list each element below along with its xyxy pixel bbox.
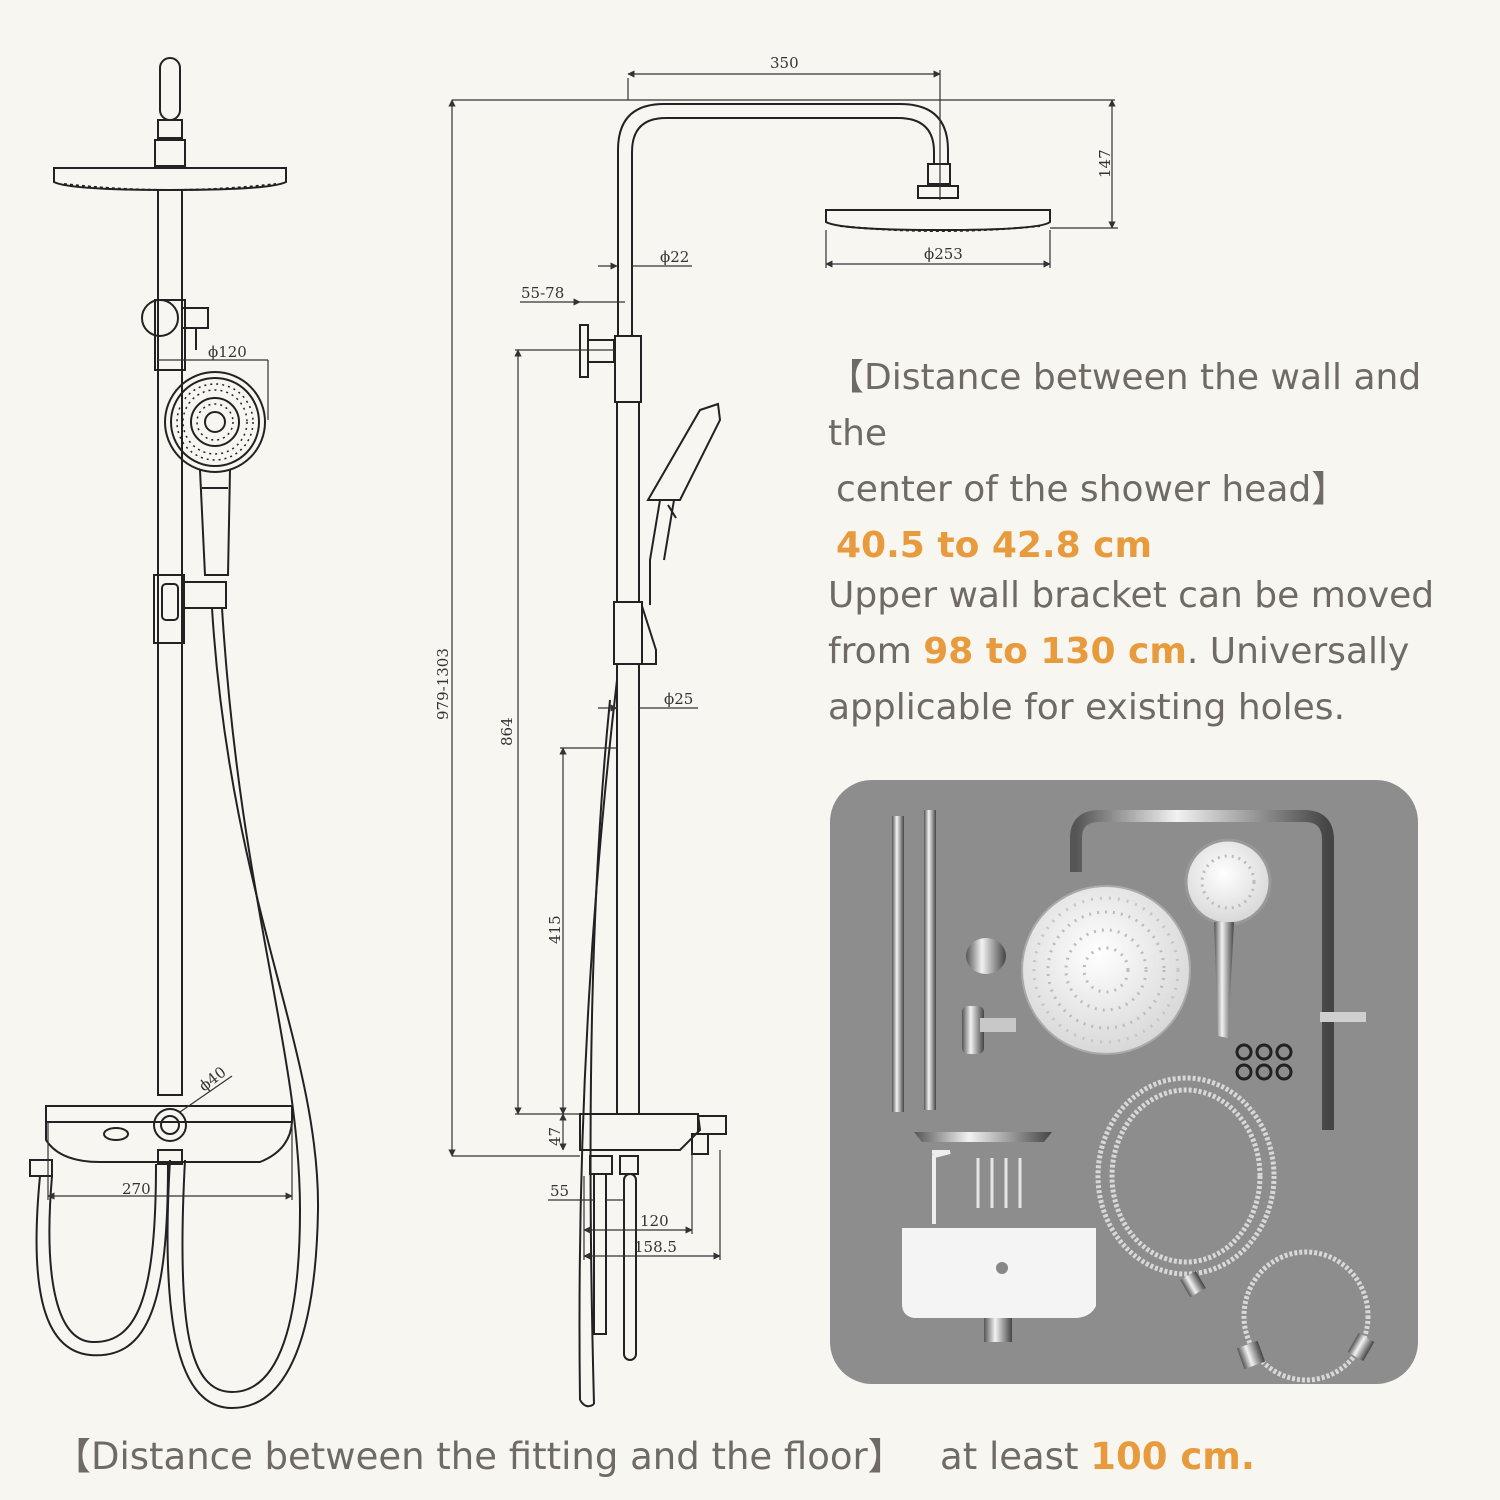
side-view: [578, 103, 1051, 1408]
o-rings-part: [1235, 1043, 1293, 1081]
hand-shower-part: [1184, 838, 1272, 926]
wall-distance-note: 【Distance between the wall and the cente…: [828, 350, 1488, 574]
bracket-note-suffix: . Universally: [1186, 631, 1410, 672]
bracket-range: 98 to 130 cm: [923, 631, 1187, 672]
hand-shower-handle: [1214, 922, 1234, 1038]
dim-inlet-spacing: 120: [640, 1212, 669, 1230]
dim-inlet-offset: 55: [550, 1182, 569, 1200]
parts-illustration: [892, 810, 1375, 1383]
bracket-note-line1: Upper wall bracket can be moved: [828, 575, 1435, 616]
floor-note-middle: at least: [904, 1435, 1091, 1478]
allen-key-part: [932, 1150, 951, 1224]
dim-knob-dia: ϕ40: [195, 1063, 229, 1095]
dim-total-height: 979-1303: [434, 648, 452, 720]
rod-part: [924, 810, 936, 1110]
wall-fitting-part: [966, 938, 1006, 974]
front-view: [29, 57, 320, 1410]
knob-mount: [996, 1262, 1008, 1274]
gooseneck-part: [1070, 810, 1334, 1130]
dim-handshower-dia: ϕ120: [208, 343, 247, 361]
dim-arm-length: 350: [770, 54, 799, 72]
nozzle-pattern: [1032, 896, 1180, 1044]
bracket-note-prefix: from: [828, 631, 924, 672]
floor-distance-value: 100 cm.: [1090, 1435, 1255, 1478]
dim-bracket-offset: 55-78: [521, 284, 564, 302]
wall-distance-title-line1: 【Distance between the wall and the: [828, 357, 1422, 454]
product-parts-photo: [830, 780, 1418, 1384]
bracket-note: Upper wall bracket can be moved from 98 …: [828, 568, 1488, 736]
bracket-note-line3: applicable for existing holes.: [828, 687, 1346, 728]
wall-distance-value: 40.5 to 42.8 cm: [836, 525, 1153, 566]
bracket-arm-part: [1320, 1012, 1366, 1022]
bracket-part: [980, 1018, 1016, 1032]
dim-pipe-upper: ϕ22: [660, 248, 689, 266]
hose-part: [1095, 1075, 1371, 1383]
dim-bracket-height: 864: [498, 717, 516, 746]
dim-shelf-width: 270: [122, 1180, 151, 1198]
dim-shelf-depth: 158.5: [634, 1238, 677, 1256]
dimension-lines: [47, 70, 1118, 1260]
screws-part: [976, 1158, 1022, 1208]
rod-part: [892, 816, 904, 1112]
dim-pipe-lower: ϕ25: [664, 690, 693, 708]
dim-head-height: 147: [1096, 149, 1114, 178]
shelf-part: [914, 1132, 1052, 1142]
dim-head-dia: ϕ253: [924, 245, 963, 263]
floor-distance-note: 【Distance between the fitting and the fl…: [54, 1426, 1255, 1480]
bracket-note-line2: from 98 to 130 cm. Universally: [828, 624, 1488, 680]
dim-slider-height: 415: [546, 915, 564, 944]
wall-distance-title-line2: center of the shower head】: [836, 469, 1348, 510]
floor-note-text: 【Distance between the fitting and the fl…: [54, 1435, 905, 1478]
dim-body-height: 47: [546, 1127, 564, 1146]
bracket-part: [962, 1006, 984, 1054]
